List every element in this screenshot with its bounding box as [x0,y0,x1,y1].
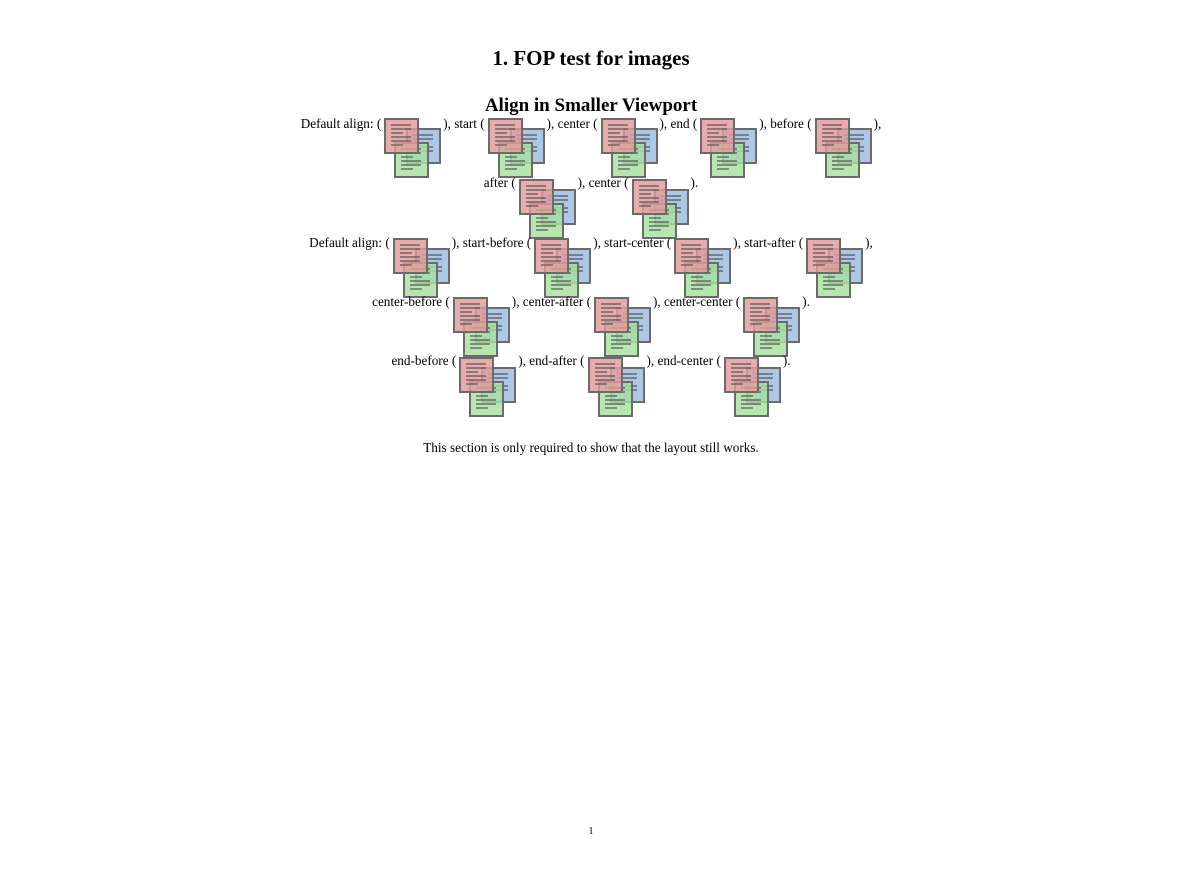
image-viewport [740,296,802,357]
image-viewport [629,177,691,239]
overlapping-documents-icon [631,179,689,239]
line-text: ), end-after ( [518,353,585,368]
line-text: ), before ( [759,116,812,131]
line-text: ), start-center ( [593,235,672,250]
overlapping-documents-icon [723,357,781,417]
line-text: ), center-center ( [652,294,741,309]
overlapping-documents-icon [392,238,450,298]
overlapping-documents-icon [600,118,658,178]
line-text: end-before ( [391,353,457,368]
image-viewport [390,237,452,298]
image-viewport [381,118,443,178]
image-viewport [485,118,547,178]
line-text: ), end ( [659,116,698,131]
image-viewport [721,355,783,417]
overlapping-documents-icon [593,297,651,357]
line-text: ), [873,116,882,131]
alignment-line-5: end-before ( ), end-after ( ), end-cente… [0,353,1182,417]
image-viewport [585,355,647,417]
overlapping-documents-icon [814,118,872,178]
line-text: ). [782,353,791,368]
overlapping-documents-icon [587,357,645,417]
page-number: 1 [588,826,594,837]
overlapping-documents-icon [700,118,758,178]
line-text: after ( [483,175,516,190]
line-text: ), center ( [546,116,598,131]
image-viewport [516,177,578,239]
line-text: ), start ( [443,116,485,131]
overlapping-documents-icon [452,297,510,357]
overlapping-documents-icon [674,238,732,298]
line-text: ). [802,294,810,309]
image-viewport [803,237,865,298]
line-text: ), start-before ( [451,235,532,250]
alignment-line-4: center-before ( ), center-after ( ), cen… [0,294,1182,357]
line-text: ), [865,235,873,250]
overlapping-documents-icon [518,179,576,239]
image-viewport [671,237,733,298]
alignment-line-1: Default align: ( ), start ( ), center ( … [0,116,1182,178]
line-text: center-before ( [372,294,450,309]
alignment-line-3: Default align: ( ), start-before ( ), st… [0,235,1182,298]
page-title: 1. FOP test for images [492,46,690,70]
image-viewport [456,355,518,417]
image-viewport [450,296,512,357]
overlapping-documents-icon [487,118,545,178]
overlapping-documents-icon [384,118,442,178]
line-text: Default align: ( [300,116,382,131]
line-text: ), center ( [577,175,629,190]
line-text: ), start-after ( [733,235,804,250]
image-viewport [531,237,593,298]
line-text: Default align: ( [309,235,390,250]
alignment-line-2: after ( ), center ( ). [0,175,1182,239]
line-text: ). [690,175,699,190]
overlapping-documents-icon [534,238,592,298]
line-text: ), end-center ( [646,353,721,368]
overlapping-documents-icon [459,357,517,417]
overlapping-documents-icon [806,238,864,298]
image-viewport [697,118,759,178]
section-title: Align in Smaller Viewport [484,95,698,116]
image-viewport [598,118,660,178]
body-paragraph: This section is only required to show th… [423,440,759,455]
image-viewport [812,118,874,178]
overlapping-documents-icon [743,297,801,357]
image-viewport [591,296,653,357]
line-text: ), center-after ( [511,294,591,309]
